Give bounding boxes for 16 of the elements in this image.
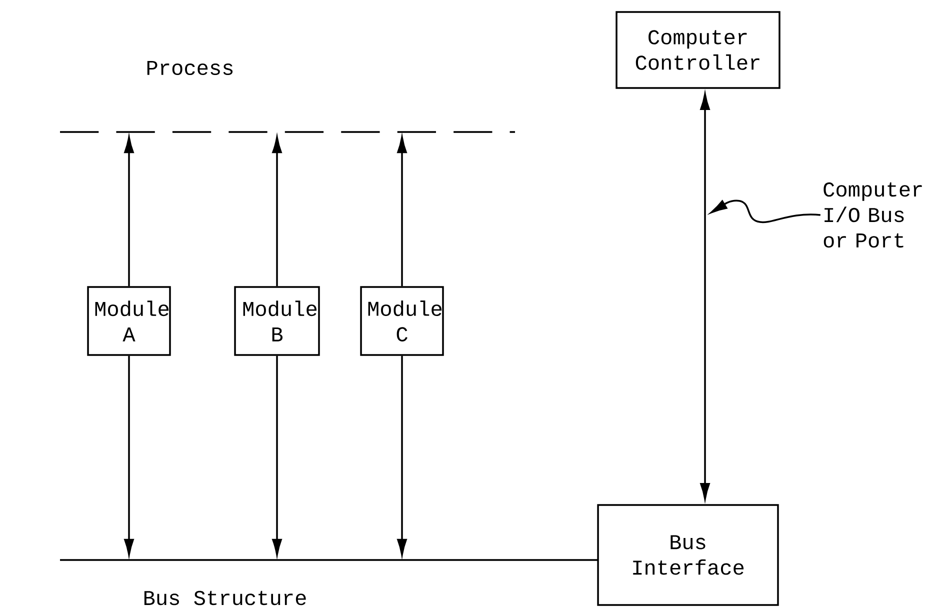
arrow: [272, 136, 282, 286]
bar-label: Bus Structure: [144, 590, 306, 606]
bar-label: Process: [147, 60, 233, 76]
arrow: [397, 356, 407, 556]
box: Module A: [87, 286, 171, 356]
box: Module B: [234, 286, 320, 356]
bus-line: [60, 559, 598, 561]
box: Bus Interface: [597, 504, 779, 606]
callout-text: Computer I/O Bus or Port: [824, 182, 922, 248]
arrow: [272, 356, 282, 556]
box: Computer Controller: [616, 11, 780, 89]
box: Module C: [360, 286, 444, 356]
arrow: [124, 356, 134, 556]
arrow: [397, 136, 407, 286]
arrow: [124, 136, 134, 286]
dashed-line: [60, 131, 515, 133]
